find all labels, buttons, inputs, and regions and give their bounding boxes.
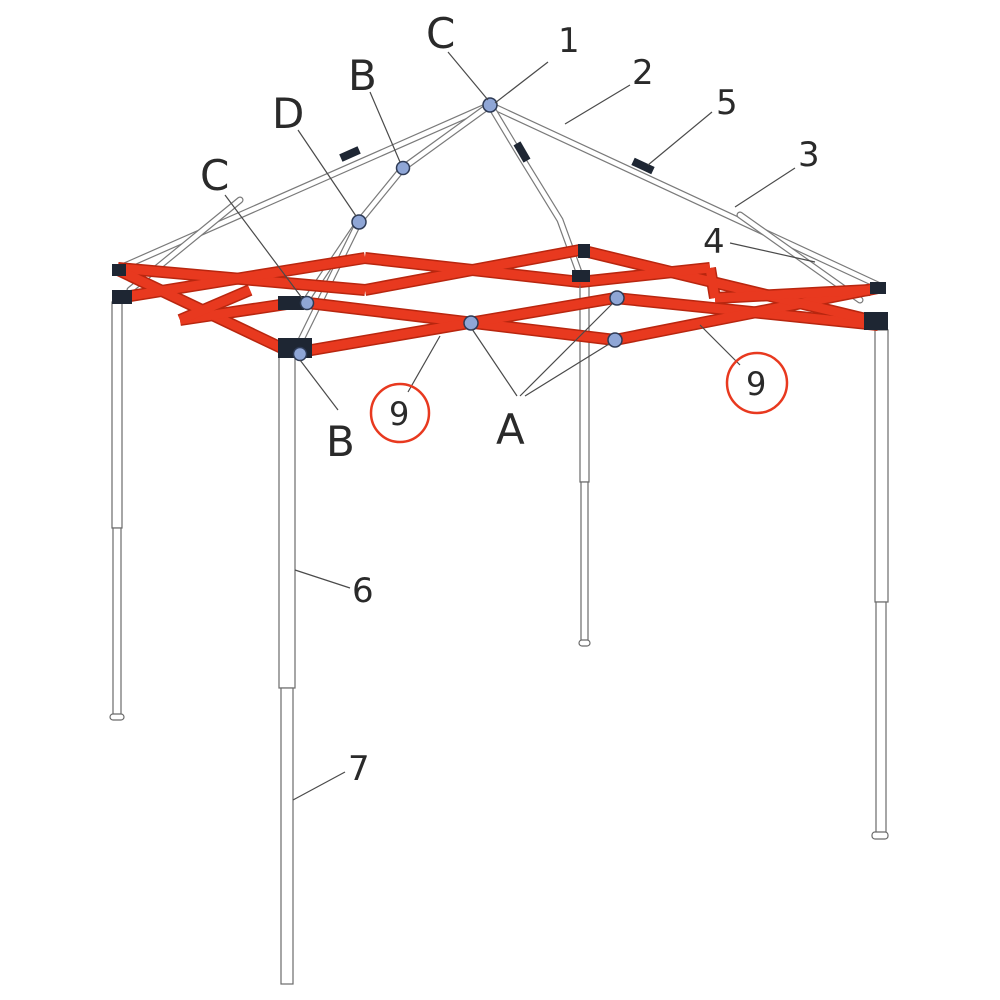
right-foot [871,831,889,840]
joint-a-3 [607,332,623,348]
back-left-foot [109,713,125,721]
joint-a-1 [463,315,479,331]
bracket-back-middle-bottom [572,270,590,282]
joint-d [351,214,367,230]
label-6: 6 [352,571,374,611]
bracket-back-middle-top [578,244,590,258]
joint-top-center [482,97,498,113]
joint-b-upper [395,160,411,176]
label-d: D [272,89,304,138]
joint-b-lower [292,346,308,362]
joint-c-left [299,295,315,311]
legs [109,281,889,985]
joints [292,97,625,362]
right-leg-lower [875,601,887,835]
back-middle-foot [578,639,591,647]
collar-right [631,157,655,175]
joint-a-2 [609,290,625,306]
label-c-top: C [426,9,455,58]
front-left-leg-upper [278,351,296,689]
label-4: 4 [703,222,725,262]
bracket-front-left-top [278,296,304,310]
bracket-right-bottom [864,312,888,330]
back-middle-leg-lower [580,481,589,643]
back-left-leg-lower [112,527,122,717]
label-a: A [496,405,525,454]
label-2: 2 [632,53,654,93]
label-7: 7 [348,749,370,789]
labels: C 1 2 5 3 B D C 4 B 9 A 9 6 7 [200,9,820,789]
callout-circle-left [369,382,431,444]
leader-lines [224,51,816,801]
scissor-truss [115,244,880,358]
label-b-bottom: B [326,417,355,466]
label-1: 1 [558,21,580,61]
label-5: 5 [716,83,738,123]
back-middle-leg-upper [579,281,590,483]
label-c-left: C [200,151,229,200]
label-3: 3 [798,135,820,175]
bracket-right-top [870,282,886,294]
bracket-back-left-bottom [112,290,132,304]
back-left-leg-upper [111,301,123,529]
front-left-leg-lower [280,687,294,985]
collar-back [513,141,531,163]
callout-circle-right [725,351,789,415]
collar-left [339,146,361,162]
bracket-back-left-top [112,264,126,276]
label-b-top: B [348,51,377,100]
label-9-left: 9 [389,395,409,433]
label-9-right: 9 [746,365,766,403]
right-leg-upper [874,329,889,603]
